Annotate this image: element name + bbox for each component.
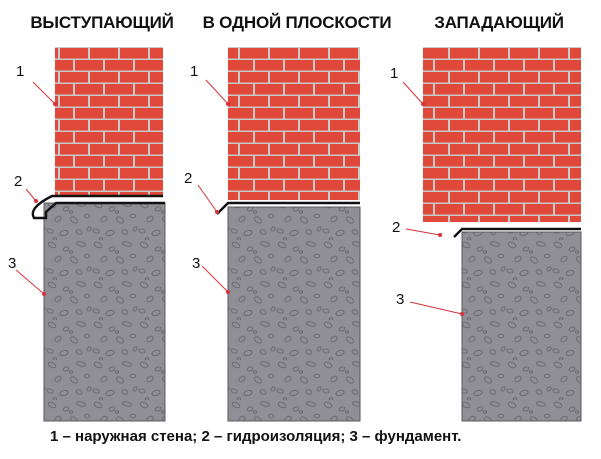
panel-protruding: 1 2 3 — [8, 47, 166, 422]
wall-leader-dot — [421, 102, 425, 106]
waterproofing-layer — [453, 227, 581, 238]
brick-wall — [55, 47, 163, 196]
foundation-block — [43, 202, 166, 422]
wall-leader-dot — [226, 102, 230, 106]
wall-number-label: 1 — [190, 63, 198, 80]
foundation-number-label: 3 — [396, 291, 404, 308]
foundation-leader-dot — [460, 312, 464, 316]
panel-title-recessed: ЗАПАДАЮЩИЙ — [434, 13, 564, 32]
brick-wall — [423, 47, 581, 222]
waterproofing-number-label: 2 — [14, 173, 22, 190]
foundation-leader-dot — [42, 292, 46, 296]
foundation-block — [227, 206, 361, 422]
waterproofing-leader-dot — [438, 233, 442, 237]
brick-wall — [228, 47, 360, 200]
waterproofing-leader-line — [197, 184, 218, 213]
wall-number-label: 1 — [390, 65, 398, 82]
waterproofing-layer — [216, 201, 360, 215]
waterproofing-number-label: 2 — [184, 170, 192, 187]
waterproofing-leader-dot — [34, 199, 38, 203]
foundation-leader-line — [409, 301, 463, 315]
panel-title-protruding: ВЫСТУПАЮЩИЙ — [30, 13, 174, 32]
waterproofing-layer — [31, 194, 165, 220]
foundation-leader-line — [15, 269, 45, 295]
wall-leader-dot — [53, 102, 57, 106]
foundation-leader-line — [201, 265, 229, 293]
panel-recessed: 1 2 3 — [390, 47, 582, 422]
waterproofing-leader-line — [405, 228, 441, 236]
panel-title-flush: В ОДНОЙ ПЛОСКОСТИ — [202, 13, 392, 32]
legend-caption: 1 – наружная стена; 2 – гидроизоляция; 3… — [50, 428, 462, 445]
waterproofing-leader-line — [25, 188, 37, 202]
wall-leader-line — [402, 81, 424, 105]
waterproofing-number-label: 2 — [392, 219, 400, 236]
wall-number-label: 1 — [16, 63, 24, 80]
foundation-leader-dot — [226, 290, 230, 294]
wall-leader-line — [32, 81, 56, 105]
panel-flush: 1 2 3 — [184, 47, 361, 422]
foundation-block — [461, 231, 582, 422]
wall-leader-line — [205, 79, 229, 105]
foundation-number-label: 3 — [192, 255, 200, 272]
foundation-number-label: 3 — [8, 255, 16, 272]
waterproofing-leader-dot — [215, 210, 219, 214]
